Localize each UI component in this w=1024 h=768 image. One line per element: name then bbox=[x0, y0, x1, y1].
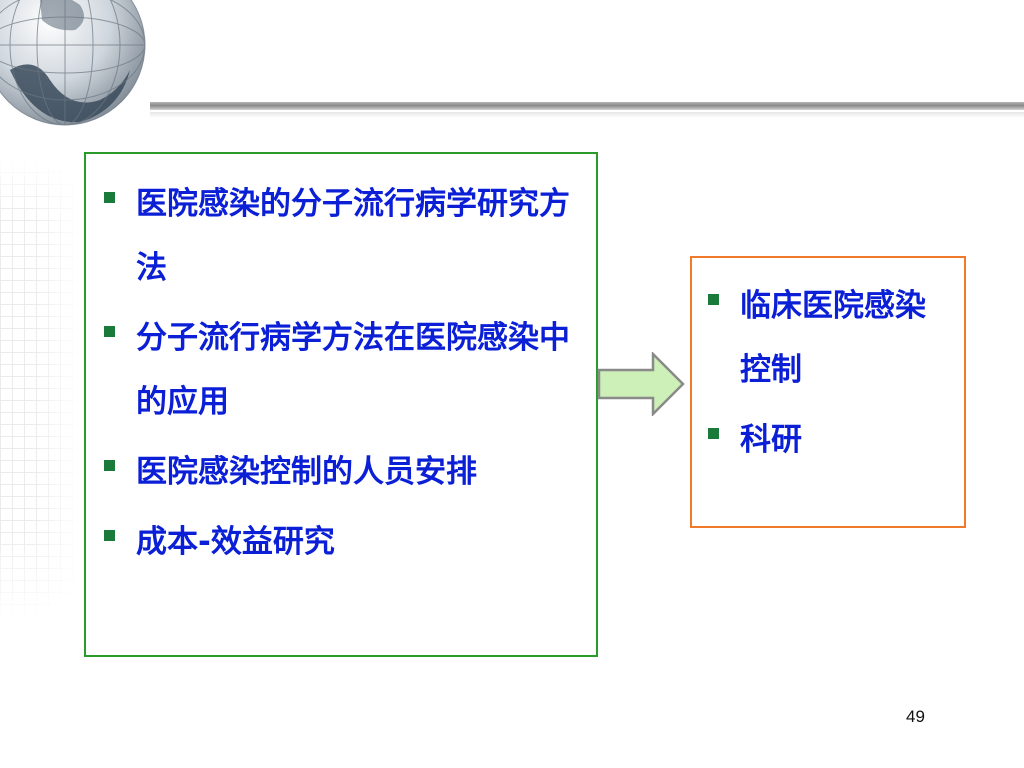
square-bullet-icon bbox=[708, 428, 719, 439]
square-bullet-icon bbox=[104, 192, 115, 203]
list-item: 医院感染的分子流行病学研究方法 bbox=[102, 172, 576, 300]
list-item-text: 成本-效益研究 bbox=[136, 524, 335, 560]
list-item-text: 医院感染控制的人员安排 bbox=[136, 454, 477, 490]
square-bullet-icon bbox=[708, 294, 719, 305]
left-topic-list: 医院感染的分子流行病学研究方法 分子流行病学方法在医院感染中的应用 医院感染控制… bbox=[102, 172, 576, 574]
list-item: 临床医院感染控制 bbox=[706, 274, 950, 402]
list-item-text: 临床医院感染控制 bbox=[740, 288, 926, 388]
decorative-grid-background bbox=[0, 160, 80, 620]
list-item: 科研 bbox=[706, 408, 950, 472]
list-item: 医院感染控制的人员安排 bbox=[102, 440, 576, 504]
right-goal-list: 临床医院感染控制 科研 bbox=[706, 274, 950, 472]
list-item-text: 分子流行病学方法在医院感染中的应用 bbox=[136, 320, 570, 420]
left-topic-box: 医院感染的分子流行病学研究方法 分子流行病学方法在医院感染中的应用 医院感染控制… bbox=[84, 152, 598, 657]
right-goal-box: 临床医院感染控制 科研 bbox=[690, 256, 966, 528]
list-item: 分子流行病学方法在医院感染中的应用 bbox=[102, 306, 576, 434]
page-number: 49 bbox=[906, 707, 925, 726]
right-arrow-icon bbox=[597, 352, 685, 416]
header-divider-shadow bbox=[150, 112, 1024, 118]
list-item: 成本-效益研究 bbox=[102, 510, 576, 574]
header-divider bbox=[150, 102, 1024, 110]
list-item-text: 科研 bbox=[740, 422, 802, 458]
list-item-text: 医院感染的分子流行病学研究方法 bbox=[136, 186, 570, 286]
square-bullet-icon bbox=[104, 460, 115, 471]
square-bullet-icon bbox=[104, 530, 115, 541]
square-bullet-icon bbox=[104, 326, 115, 337]
globe-icon bbox=[0, 0, 146, 126]
